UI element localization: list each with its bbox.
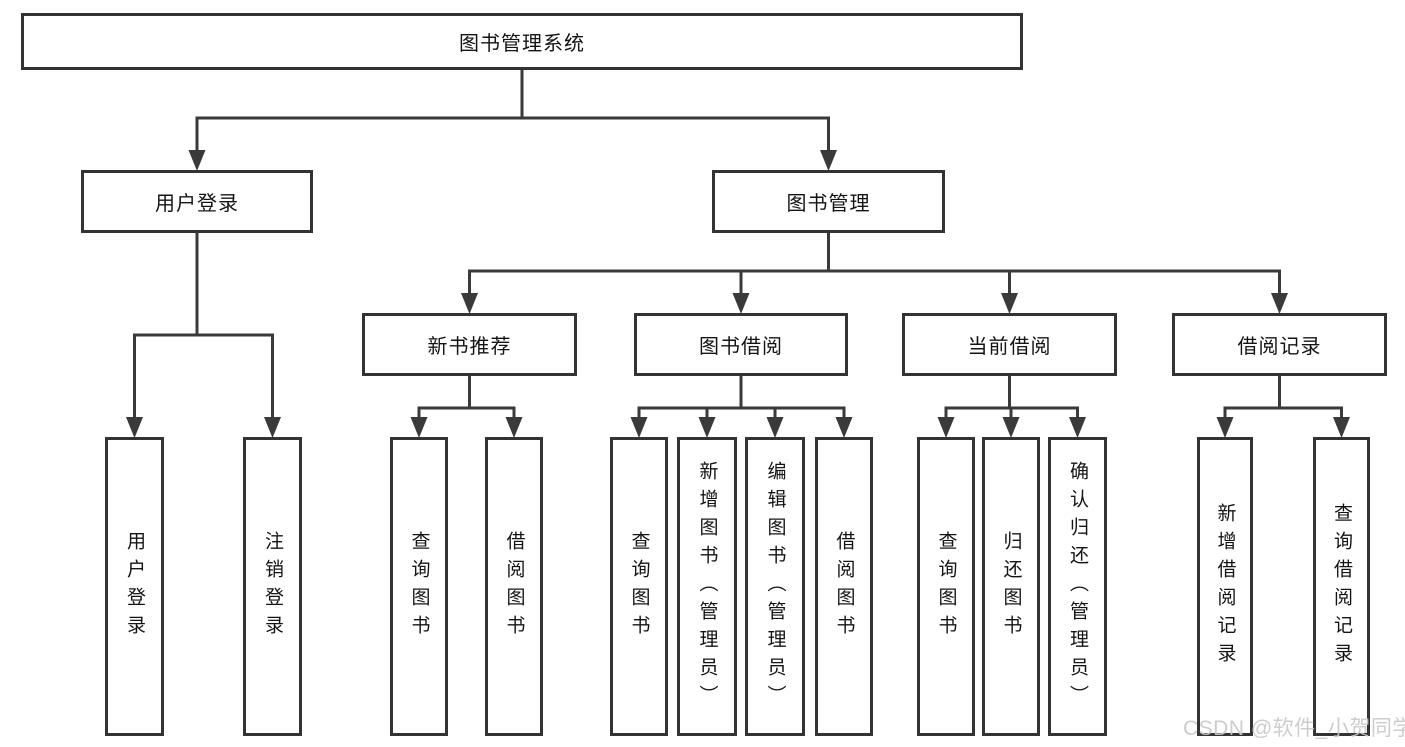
node-book-management: 图书管理 xyxy=(712,170,945,233)
arrowhead-icon xyxy=(732,293,750,314)
node-library-management-system: 图书管理系统 xyxy=(21,13,1023,70)
leaf-query-books-1-label: 查询图书 xyxy=(408,530,430,643)
arrowhead-icon xyxy=(188,150,206,171)
edge-current xyxy=(937,376,1086,438)
leaf-query-borrow-record: 查询借阅记录 xyxy=(1313,437,1370,736)
leaf-edit-books-admin-label: 编辑图书（管理员） xyxy=(764,460,786,713)
node-book-borrowing: 图书借阅 xyxy=(634,313,848,376)
leaf-add-books-admin: 新增图书（管理员） xyxy=(677,437,737,736)
arrowhead-icon xyxy=(937,417,955,438)
leaf-query-books-1: 查询图书 xyxy=(390,437,448,736)
leaf-confirm-return-admin: 确认归还（管理员） xyxy=(1048,437,1107,736)
edge-path xyxy=(133,233,274,420)
arrowhead-icon xyxy=(820,150,837,171)
node-borrowing-records: 借阅记录 xyxy=(1172,313,1387,376)
edge-path xyxy=(417,376,516,420)
arrowhead-icon xyxy=(698,417,716,438)
leaf-logout: 注销登录 xyxy=(243,437,302,736)
leaf-edit-books-admin: 编辑图书（管理员） xyxy=(745,437,805,736)
leaf-query-books-2-label: 查询图书 xyxy=(628,530,650,643)
arrowhead-icon xyxy=(410,417,428,438)
leaf-user-login-label: 用户登录 xyxy=(124,530,145,643)
leaf-add-borrow-record-label: 新增借阅记录 xyxy=(1214,502,1236,671)
edge-newrec xyxy=(410,376,523,438)
leaf-query-books-3-label: 查询图书 xyxy=(935,530,957,643)
leaf-add-books-admin-label: 新增图书（管理员） xyxy=(696,460,718,713)
node-book-borrowing-label: 图书借阅 xyxy=(699,336,783,358)
leaf-query-books-2: 查询图书 xyxy=(610,437,668,736)
arrowhead-icon xyxy=(1271,293,1288,314)
arrowhead-icon xyxy=(505,417,523,438)
edge-borrow xyxy=(630,376,853,438)
edge-path xyxy=(637,376,846,420)
edge-record xyxy=(1216,376,1350,438)
leaf-return-books-label: 归还图书 xyxy=(1000,530,1022,643)
edge-path xyxy=(1223,376,1343,420)
arrowhead-icon xyxy=(461,293,478,314)
node-user-login: 用户登录 xyxy=(81,170,313,233)
arrowhead-icon xyxy=(1069,417,1086,438)
leaf-confirm-return-admin-label: 确认归还（管理员） xyxy=(1067,460,1088,713)
leaf-borrow-books-1: 借阅图书 xyxy=(485,437,543,736)
node-current-borrowing: 当前借阅 xyxy=(902,313,1117,376)
arrowhead-icon xyxy=(630,417,648,438)
edge-mgmt xyxy=(461,233,1288,314)
arrowhead-icon xyxy=(766,417,784,438)
node-new-book-recommend: 新书推荐 xyxy=(362,313,577,376)
leaf-query-books-3: 查询图书 xyxy=(917,437,975,736)
arrowhead-icon xyxy=(264,417,281,438)
edge-path xyxy=(944,376,1079,420)
leaf-logout-label: 注销登录 xyxy=(262,530,283,643)
leaf-borrow-books-2: 借阅图书 xyxy=(815,437,873,736)
node-borrowing-records-label: 借阅记录 xyxy=(1237,336,1322,358)
edge-path xyxy=(195,70,830,153)
watermark: CSDN @软件_小贺同学 xyxy=(1183,717,1405,740)
edge-login xyxy=(126,233,281,438)
leaf-add-borrow-record: 新增借阅记录 xyxy=(1197,437,1253,736)
node-book-management-label: 图书管理 xyxy=(786,193,871,215)
arrowhead-icon xyxy=(1002,417,1020,438)
arrowhead-icon xyxy=(126,417,143,438)
node-current-borrowing-label: 当前借阅 xyxy=(967,336,1052,358)
leaf-borrow-books-2-label: 借阅图书 xyxy=(833,530,855,643)
node-user-login-label: 用户登录 xyxy=(155,193,239,215)
leaf-query-borrow-record-label: 查询借阅记录 xyxy=(1331,502,1352,671)
arrowhead-icon xyxy=(1333,417,1350,438)
node-new-book-recommend-label: 新书推荐 xyxy=(427,336,512,358)
node-library-management-system-label: 图书管理系统 xyxy=(459,33,585,55)
arrowhead-icon xyxy=(1001,293,1018,314)
edge-path xyxy=(468,233,1281,296)
edge-root xyxy=(188,70,837,171)
leaf-user-login: 用户登录 xyxy=(105,437,164,736)
arrowhead-icon xyxy=(835,417,853,438)
arrowhead-icon xyxy=(1216,417,1234,438)
leaf-return-books: 归还图书 xyxy=(982,437,1040,736)
leaf-borrow-books-1-label: 借阅图书 xyxy=(503,530,525,643)
